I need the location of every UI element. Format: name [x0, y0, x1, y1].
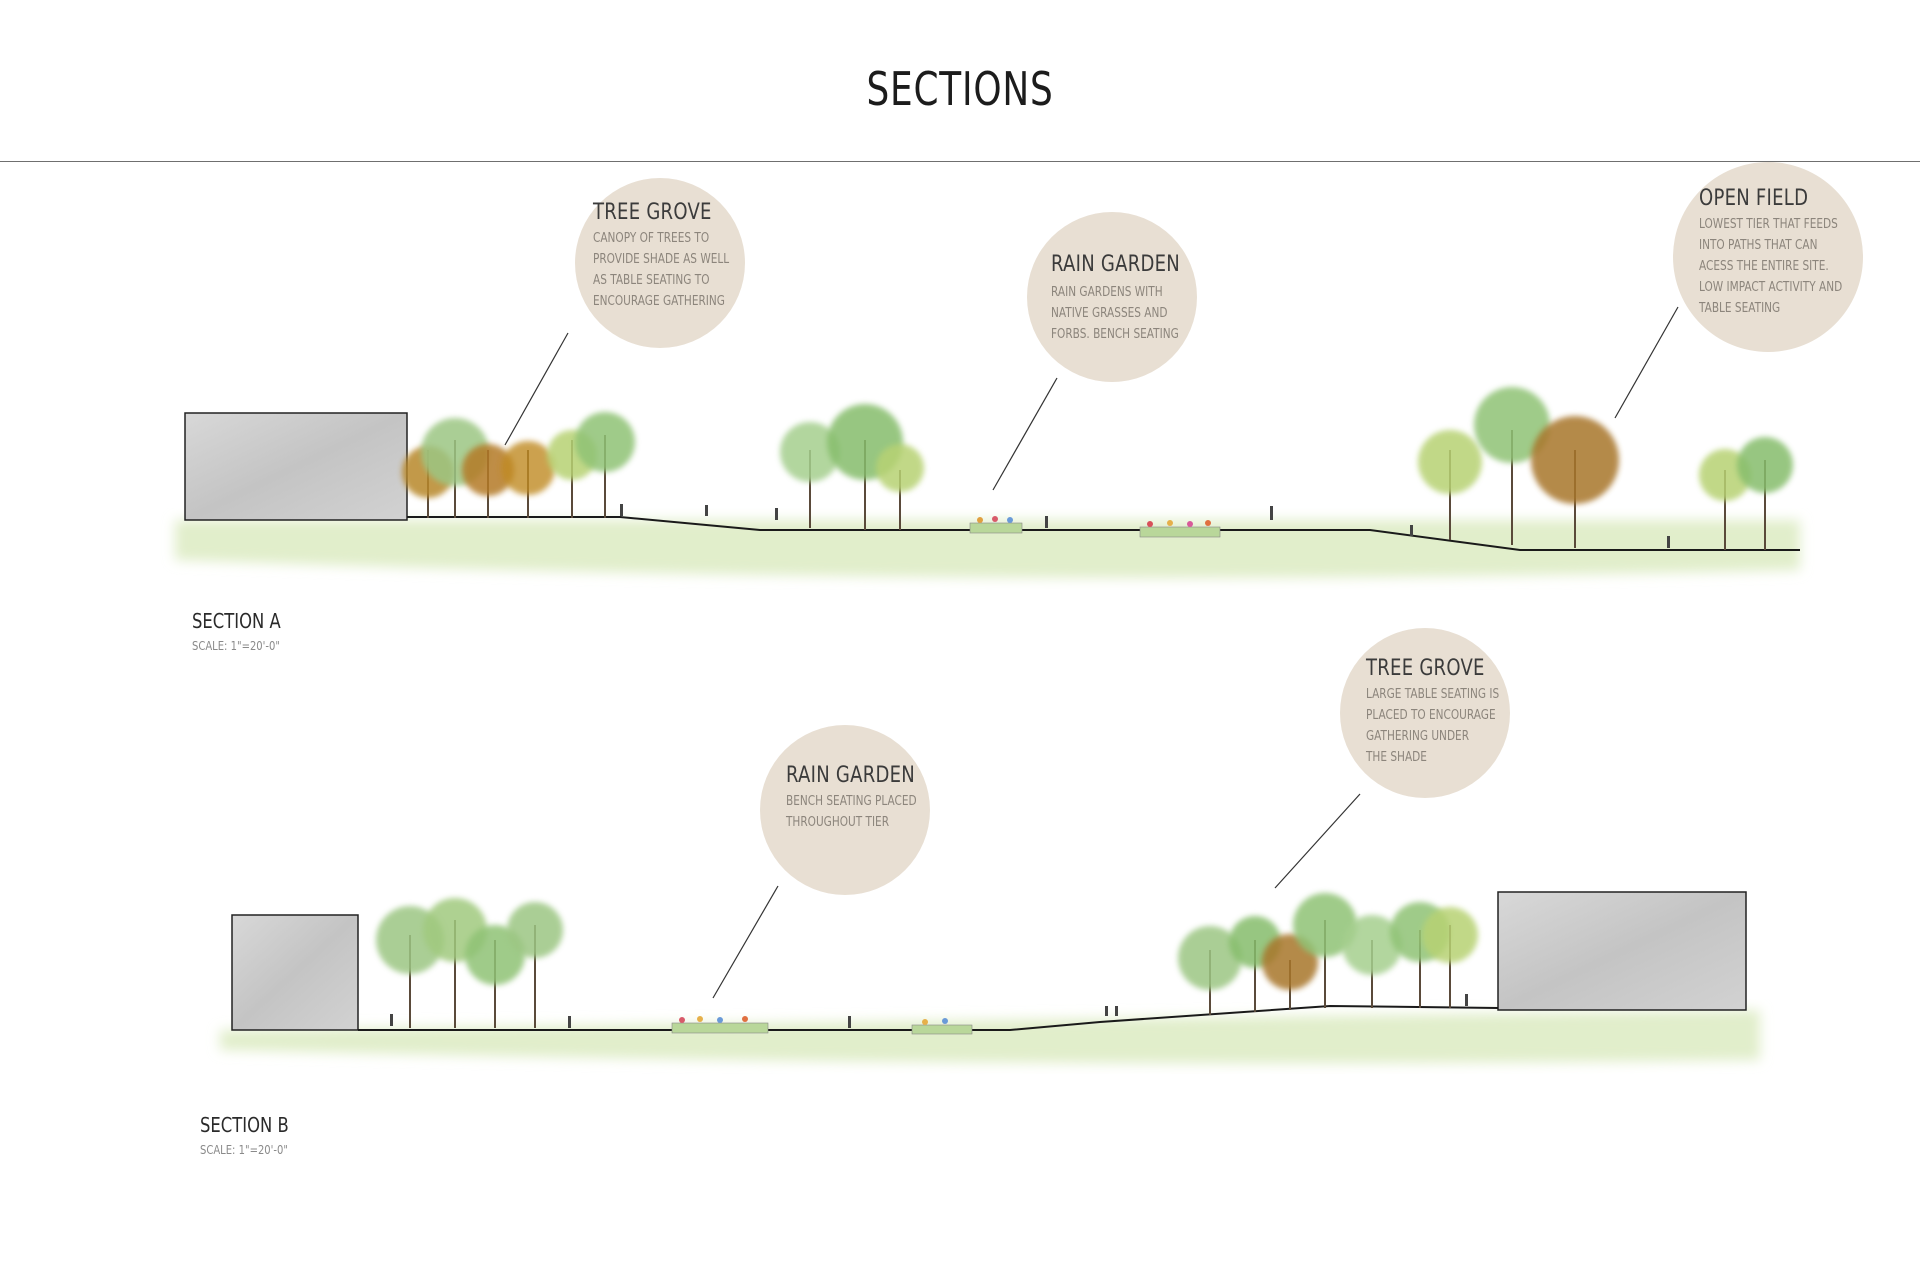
planter-b1 — [671, 1022, 769, 1034]
callout-text: CANOPY OF TREES TO — [593, 230, 710, 246]
leader-line-tree-grove — [504, 332, 569, 446]
callout-text: LARGE TABLE SEATING IS — [1366, 686, 1500, 702]
callout-text: LOWEST TIER THAT FEEDS — [1699, 216, 1838, 232]
callout-title: OPEN FIELD — [1699, 186, 1809, 211]
terrain-profile — [358, 1004, 1499, 1031]
section-b-drawing: RAIN GARDEN BENCH SEATING PLACED THROUGH… — [0, 620, 1920, 1100]
tree-grove-left — [402, 412, 635, 518]
callout-text: THROUGHOUT TIER — [786, 814, 890, 830]
callout-text: RAIN GARDENS WITH — [1051, 284, 1163, 300]
building-left — [231, 914, 359, 1031]
callout-text: FORBS. BENCH SEATING — [1051, 326, 1179, 342]
leader-line-open-field — [1614, 306, 1679, 419]
building-left — [184, 412, 408, 521]
section-a-scale: SCALE: 1"=20'-0" — [192, 638, 280, 653]
callout-text: NATIVE GRASSES AND — [1051, 305, 1168, 321]
callout-title: RAIN GARDEN — [1051, 252, 1181, 277]
callout-text: AS TABLE SEATING TO — [593, 272, 710, 288]
callout-title: RAIN GARDEN — [786, 763, 916, 788]
callout-text: ENCOURAGE GATHERING — [593, 293, 725, 309]
callout-rain-garden: RAIN GARDEN RAIN GARDENS WITH NATIVE GRA… — [1027, 212, 1197, 382]
callout-title: TREE GROVE — [1366, 656, 1485, 681]
callout-text: GATHERING UNDER — [1366, 728, 1470, 744]
callout-title: TREE GROVE — [593, 200, 712, 225]
leader-line-rain-garden — [712, 885, 779, 999]
callout-text: BENCH SEATING PLACED — [786, 793, 917, 809]
tree-grove-left — [376, 898, 563, 1028]
section-a-label: SECTION A — [192, 609, 281, 633]
people-figures — [390, 994, 1468, 1028]
callout-text: TABLE SEATING — [1699, 300, 1781, 316]
tree-grove-right — [1418, 387, 1793, 550]
people-figures — [620, 504, 1670, 548]
callout-tree-grove: TREE GROVE CANOPY OF TREES TO PROVIDE SH… — [575, 178, 745, 348]
callout-text: THE SHADE — [1366, 749, 1427, 765]
section-a-illustration — [175, 306, 1800, 578]
callout-text: PROVIDE SHADE AS WELL — [593, 251, 730, 267]
callout-tree-grove: TREE GROVE LARGE TABLE SEATING IS PLACED… — [1340, 628, 1510, 798]
tree-cluster-middle — [780, 404, 924, 530]
leader-line-tree-grove — [1274, 793, 1361, 889]
callout-text: ACESS THE ENTIRE SITE. — [1699, 258, 1829, 274]
section-a-drawing: TREE GROVE CANOPY OF TREES TO PROVIDE SH… — [0, 150, 1920, 630]
callout-text: INTO PATHS THAT CAN — [1699, 237, 1818, 253]
leader-line-rain-garden — [992, 377, 1058, 491]
callout-text: LOW IMPACT ACTIVITY AND — [1699, 279, 1843, 295]
callout-text: PLACED TO ENCOURAGE — [1366, 707, 1496, 723]
building-right — [1497, 891, 1747, 1011]
planter-a2 — [1139, 526, 1221, 538]
section-b-illustration — [220, 793, 1760, 1064]
callout-open-field: OPEN FIELD LOWEST TIER THAT FEEDS INTO P… — [1673, 162, 1863, 352]
planter-b2 — [911, 1024, 973, 1035]
page-title: SECTIONS — [866, 62, 1054, 116]
callout-rain-garden: RAIN GARDEN BENCH SEATING PLACED THROUGH… — [760, 725, 930, 895]
section-b-label: SECTION B — [200, 1113, 289, 1137]
header-divider — [0, 161, 1920, 162]
section-b-scale: SCALE: 1"=20'-0" — [200, 1142, 288, 1157]
tree-grove-right — [1178, 893, 1478, 1015]
ground-wash — [220, 1010, 1760, 1064]
ground-wash — [175, 520, 1800, 578]
planter-a1 — [969, 522, 1023, 534]
